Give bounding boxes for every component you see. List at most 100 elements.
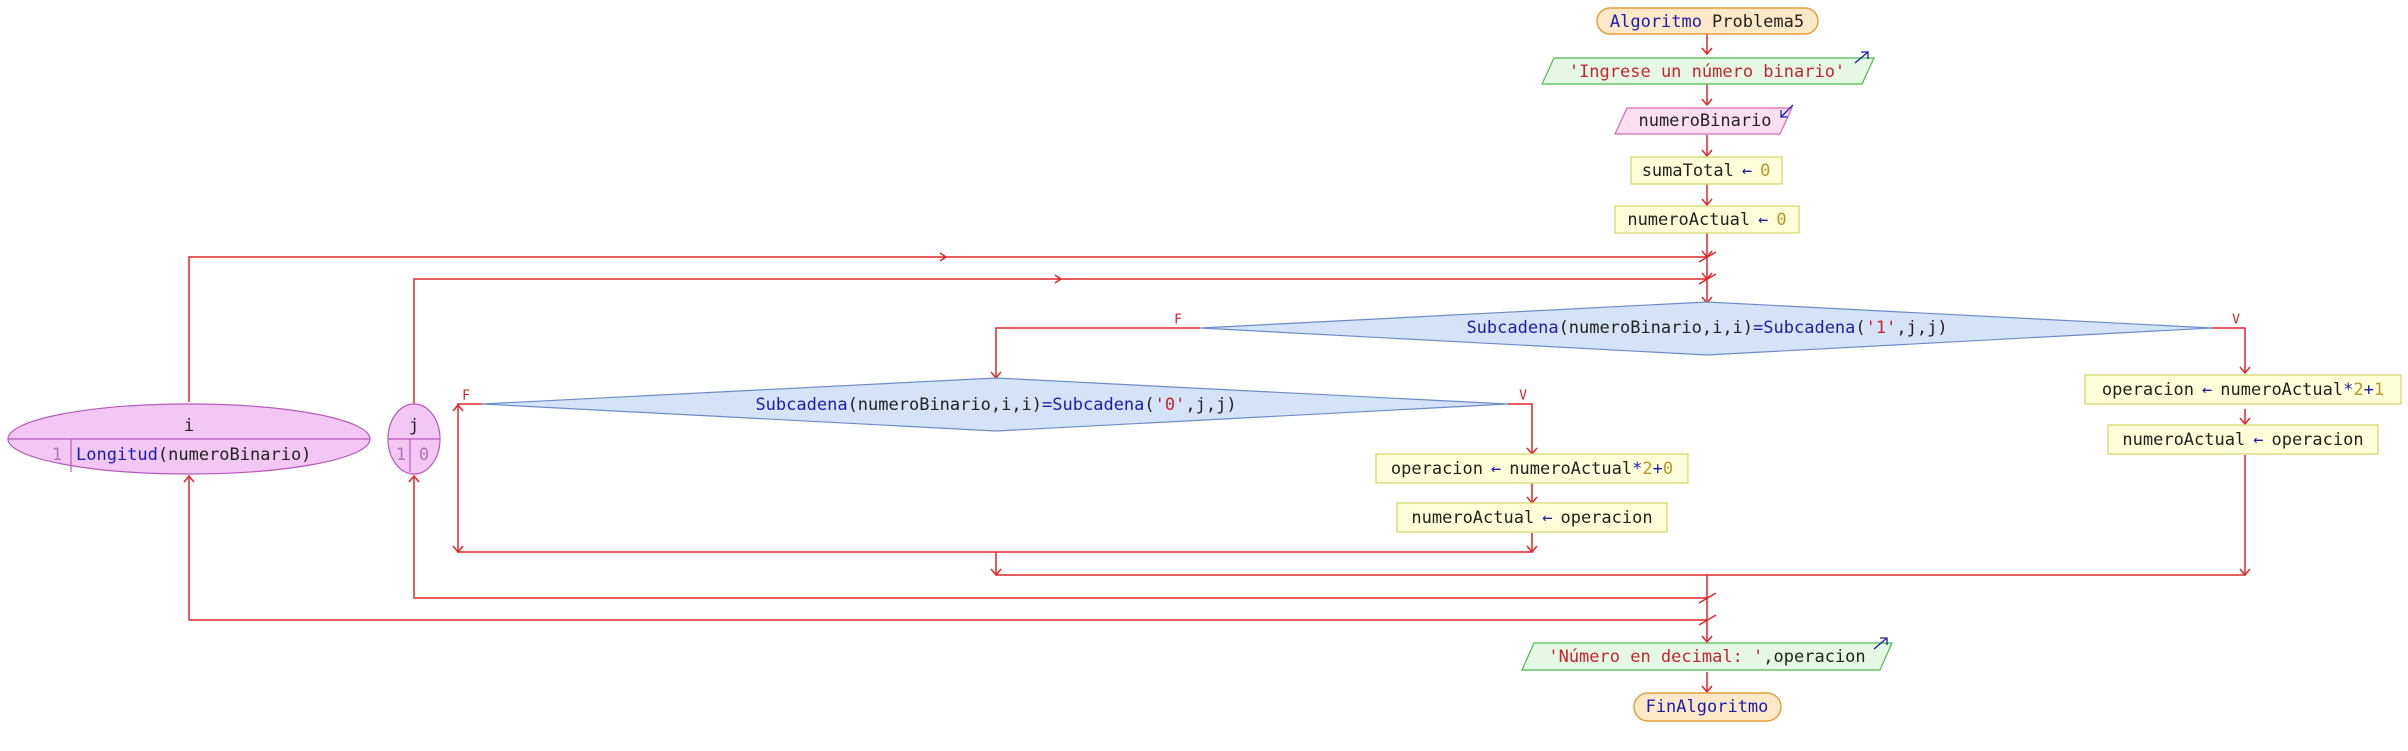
assign-target: sumaTotal [1642,161,1734,181]
end-keyword: FinAlgoritmo [1646,697,1769,717]
assign-arrow: ← [1542,508,1552,528]
arrowhead [1701,149,1713,158]
assign-two: 2 [2353,380,2363,400]
loop-j-start: 1 [396,445,406,465]
svg-text:numeroActual←operacion: numeroActual ← operacion [2122,430,2363,450]
svg-text:'Número en decimal: ',operacio: 'Número en decimal: ',operacion [1548,647,1865,667]
output-result-sep: , [1763,647,1773,667]
algorithm-name: Problema5 [1712,12,1804,32]
arrowhead [2239,417,2251,426]
loop-i-variable: i [184,416,194,436]
d1-false-line [995,327,1200,378]
d1-right-rest: ,j,j) [1896,318,1947,338]
assign-value: operacion [2271,430,2363,450]
d2-true-join [996,533,1533,553]
decision-1: Subcadena(numeroBinario,i,i)=Subcadena('… [1174,301,2240,356]
d2-right-rest: ,j,j) [1185,395,1236,415]
arrowhead [1701,685,1713,694]
d2-right-fn: Subcadena [1052,395,1144,415]
loop-jump-tick [1698,592,1717,604]
d2-true-line [1508,403,1533,454]
svg-text:Subcadena(numeroBinario,i,i)=S: Subcadena(numeroBinario,i,i)=Subcadena('… [755,395,1236,415]
assign-mul: * [1632,459,1642,479]
output-result: 'Número en decimal: ',operacion [1521,637,1893,671]
arrowhead [452,403,464,412]
assign-sumaTotal: sumaTotal ← 0 [1630,156,1783,185]
arrowheads [183,47,2251,694]
assign-arrow: ← [1742,161,1752,181]
d1-false-label: F [1174,313,1182,328]
assign-value: operacion [1560,508,1652,528]
svg-text:numeroActual←operacion: numeroActual ← operacion [1411,508,1652,528]
assign-value: 0 [1760,161,1770,181]
output-result-text: 'Número en decimal: ' [1548,647,1763,667]
svg-text:Longitud(numeroBinario): Longitud(numeroBinario) [76,445,311,465]
end-terminal: FinAlgoritmo [1633,692,1782,722]
arrowhead [1701,635,1713,644]
loop-jump-tick [1698,251,1717,263]
d2-false-label: F [462,389,470,404]
loop-j-bottom-line [413,476,1708,599]
arrowhead [1701,47,1713,56]
d1-left-fn: Subcadena [1466,318,1558,338]
d1-right-str: '1' [1866,318,1897,338]
assign-arrow: ← [1758,210,1768,230]
input-read: numeroBinario [1614,104,1794,135]
assign-arrow: ← [1491,459,1501,479]
svg-text:Subcadena(numeroBinario,i,i)=S: Subcadena(numeroBinario,i,i)=Subcadena('… [1466,318,1947,338]
loop-jump-tick [1698,614,1717,626]
assign-numeroActual: numeroActual←0 [1614,205,1800,234]
d2-left-args: (numeroBinario,i,i) [848,395,1042,415]
assign-target: operacion [2102,380,2194,400]
assign-add: 0 [1663,459,1673,479]
assign-target: numeroActual [2122,430,2245,450]
assign-operacion-2: operacion←numeroActual*2+0 [1375,453,1689,484]
start-keyword: Algoritmo [1610,12,1702,32]
loop-j-top-line [413,278,1707,410]
arrowhead [1054,274,1063,284]
arrowhead [939,252,948,262]
loop-j: j 1 0 [387,403,441,475]
svg-text:operacion←numeroActual*2+1: operacion←numeroActual*2+1 [2102,380,2384,400]
arrowhead [1701,98,1713,107]
decision-2: Subcadena(numeroBinario,i,i)=Subcadena('… [462,377,1527,432]
d1-true-join [1707,455,2246,576]
d2-false-line [457,403,996,553]
d1-right-open: ( [1855,318,1865,338]
loop-i: i 1 Longitud(numeroBinario) [7,403,371,475]
d2-true-label: V [1519,389,1527,404]
svg-text:operacion←numeroActual*2+0: operacion←numeroActual*2+0 [1391,459,1673,479]
output-arrow-icon [1873,637,1888,650]
assign-target: numeroActual [1627,210,1750,230]
loop-i-start: 1 [52,445,62,465]
d1-eq: = [1753,318,1763,338]
assign-add: 1 [2374,380,2384,400]
d2-right-str: '0' [1155,395,1186,415]
assign-plus: + [1653,459,1663,479]
assign-arrow: ← [2253,430,2263,450]
d2-right-open: ( [1144,395,1154,415]
loop-j-variable: j [409,416,419,436]
assign-target: numeroActual [1411,508,1534,528]
assign-mul: * [2343,380,2353,400]
loop-i-bottom-line [188,476,1708,621]
assign-expr: numeroActual [2220,380,2343,400]
loop-jump-tick [1698,273,1717,285]
loop-i-limit-arg: (numeroBinario) [158,445,312,465]
arrowhead [183,474,195,483]
arrowhead [990,568,1002,577]
arrowhead [2239,568,2251,577]
arrowhead [1526,545,1538,554]
assign-arrow: ← [2202,380,2212,400]
output-result-variable: operacion [1774,647,1866,667]
assign-two: 2 [1642,459,1652,479]
assign-numeroActual-2: numeroActual ← operacion [1396,502,1668,533]
d2-left-fn: Subcadena [755,395,847,415]
arrowhead [1701,198,1713,207]
loop-i-limit-fn: Longitud [76,445,158,465]
arrowhead [452,545,464,554]
arrowhead [408,474,420,483]
output-prompt-text: 'Ingrese un número binario' [1569,62,1845,82]
